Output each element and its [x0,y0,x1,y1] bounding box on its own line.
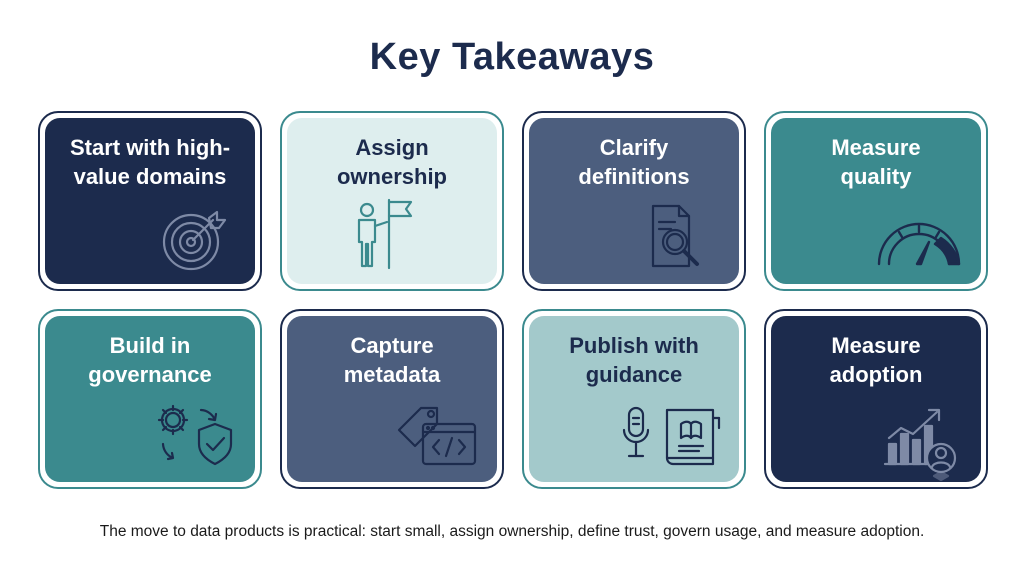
person-flag-icon [351,196,431,274]
card-capture-metadata: Capture metadata [280,309,504,489]
card-panel: Assign ownership [287,118,497,284]
microphone-book-icon [621,404,725,470]
card-label: Capture metadata [343,333,441,387]
gauge-icon [871,212,967,272]
card-panel: Measure adoption [771,316,981,482]
card-label: Assign ownership [336,135,447,189]
card-measure-adoption: Measure adoption [764,309,988,489]
gear-shield-icon [151,400,241,470]
document-magnifier-icon [635,202,725,272]
card-assign-ownership: Assign ownership [280,111,504,291]
card-start-with-high-value-domains: Start with high- value domains [38,111,262,291]
card-label: Publish with guidance [569,333,699,387]
card-build-in-governance: Build in governance [38,309,262,489]
card-panel: Capture metadata [287,316,497,482]
card-panel: Measure quality [771,118,981,284]
card-panel: Publish with guidance [529,316,739,482]
chart-user-icon [881,400,967,482]
page-title: Key Takeaways [369,36,655,78]
card-panel: Build in governance [45,316,255,482]
card-label: Build in governance [88,333,212,387]
card-panel: Clarify definitions [529,118,739,284]
target-icon [151,202,241,272]
card-measure-quality: Measure quality [764,111,988,291]
card-publish-with-guidance: Publish with guidance [522,309,746,489]
card-label: Measure quality [831,135,921,189]
card-label: Start with high- value domains [69,135,231,189]
card-label: Measure adoption [829,333,923,387]
takeaways-grid: Start with high- value domains Assign ow… [38,111,988,493]
footer-summary: The move to data products is practical: … [99,523,925,540]
card-label: Clarify definitions [578,135,690,189]
card-panel: Start with high- value domains [45,118,255,284]
tag-code-icon [393,400,483,470]
card-clarify-definitions: Clarify definitions [522,111,746,291]
